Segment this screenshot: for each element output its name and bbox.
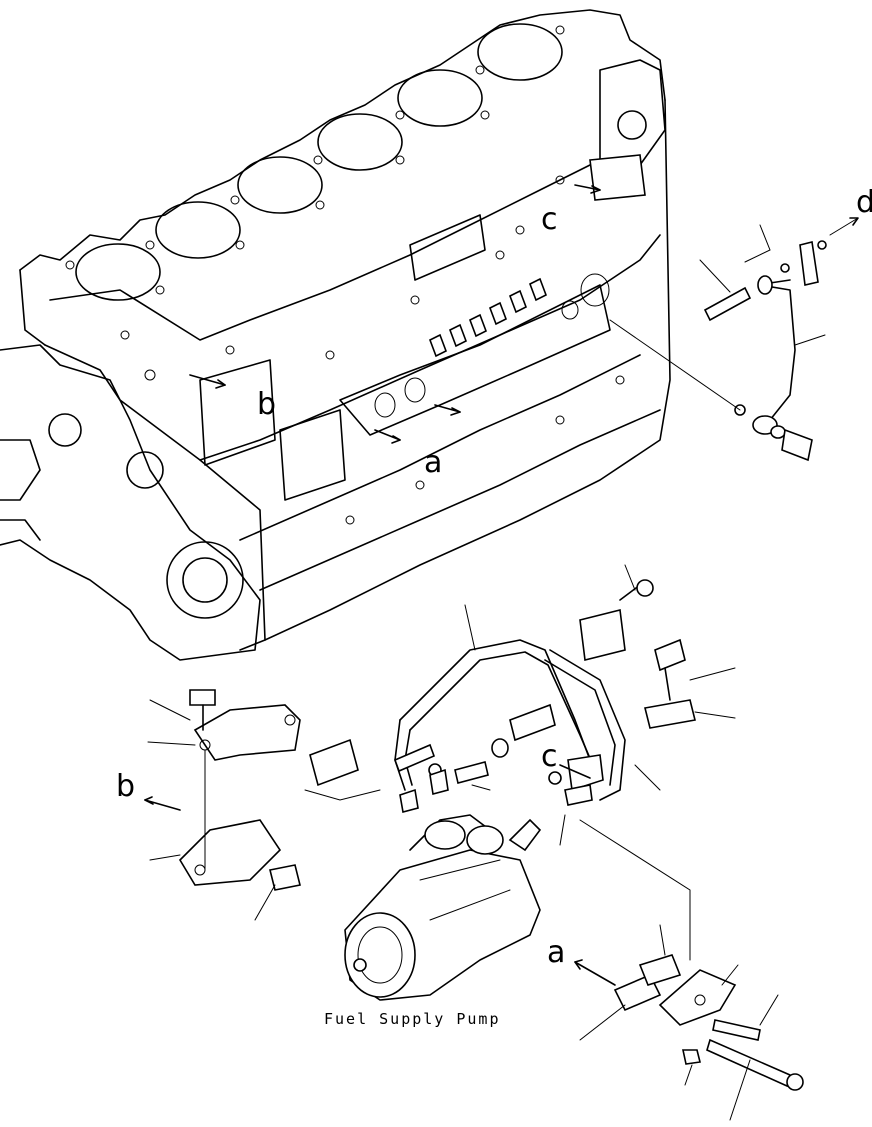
return-tube <box>759 284 796 421</box>
arrow-c-bottom <box>559 764 591 779</box>
bracket-right <box>644 699 696 729</box>
reference-label-a-top: a <box>424 445 443 480</box>
bracket-bolt-top <box>189 689 216 706</box>
fuel-supply-pump-caption: Fuel Supply Pump <box>324 1010 501 1028</box>
arrow-b-bottom <box>144 799 181 811</box>
tube-clamp-top <box>579 609 626 661</box>
arrow-a-bottom <box>574 961 616 986</box>
arrow-b-top <box>189 374 226 386</box>
cylinder-bore-2 <box>155 201 241 259</box>
cylinder-bore-4 <box>317 113 403 171</box>
rear-fitting <box>589 154 646 201</box>
upper-bracket <box>193 704 301 761</box>
cylinder-bore-5 <box>397 69 483 127</box>
reference-label-b-top: b <box>257 387 277 422</box>
bottom-right-parts <box>574 924 804 1121</box>
clamp-block <box>658 969 737 1026</box>
fuel-supply-pump <box>344 768 542 1001</box>
reference-label-d-top: d <box>856 185 872 220</box>
nut <box>682 1049 701 1065</box>
front-pulley-bore <box>166 541 244 619</box>
injector-fittings <box>428 277 548 358</box>
engine-block <box>0 9 671 661</box>
pump-flange <box>344 912 416 998</box>
arrow-d <box>829 217 859 236</box>
common-rail <box>339 284 611 436</box>
spacer-2 <box>638 954 682 986</box>
banjo-bolt-upper <box>703 286 752 322</box>
bracket-clamp <box>309 738 359 787</box>
supply-tube-assembly <box>304 564 736 961</box>
cylinder-bore-6 <box>477 23 563 81</box>
bolt-top-right <box>654 638 686 672</box>
pump-bracket-assembly <box>144 689 359 921</box>
cylinder-bore-3 <box>237 156 323 214</box>
long-bolt <box>712 1019 761 1041</box>
tube-bracket <box>799 241 819 286</box>
bracket-bolt-bottom <box>269 864 301 891</box>
cylinder-bore-1 <box>75 243 161 301</box>
reference-label-b-bottom: b <box>116 769 136 804</box>
return-tube-assembly <box>609 217 859 462</box>
reference-label-a-bottom: a <box>547 935 566 970</box>
reference-label-c-top: c <box>541 202 558 237</box>
tube-clamp-middle <box>509 703 556 742</box>
banjo-bolt-lower <box>781 428 813 462</box>
reference-label-c-bottom: c <box>541 739 558 774</box>
lower-bracket <box>178 819 282 886</box>
